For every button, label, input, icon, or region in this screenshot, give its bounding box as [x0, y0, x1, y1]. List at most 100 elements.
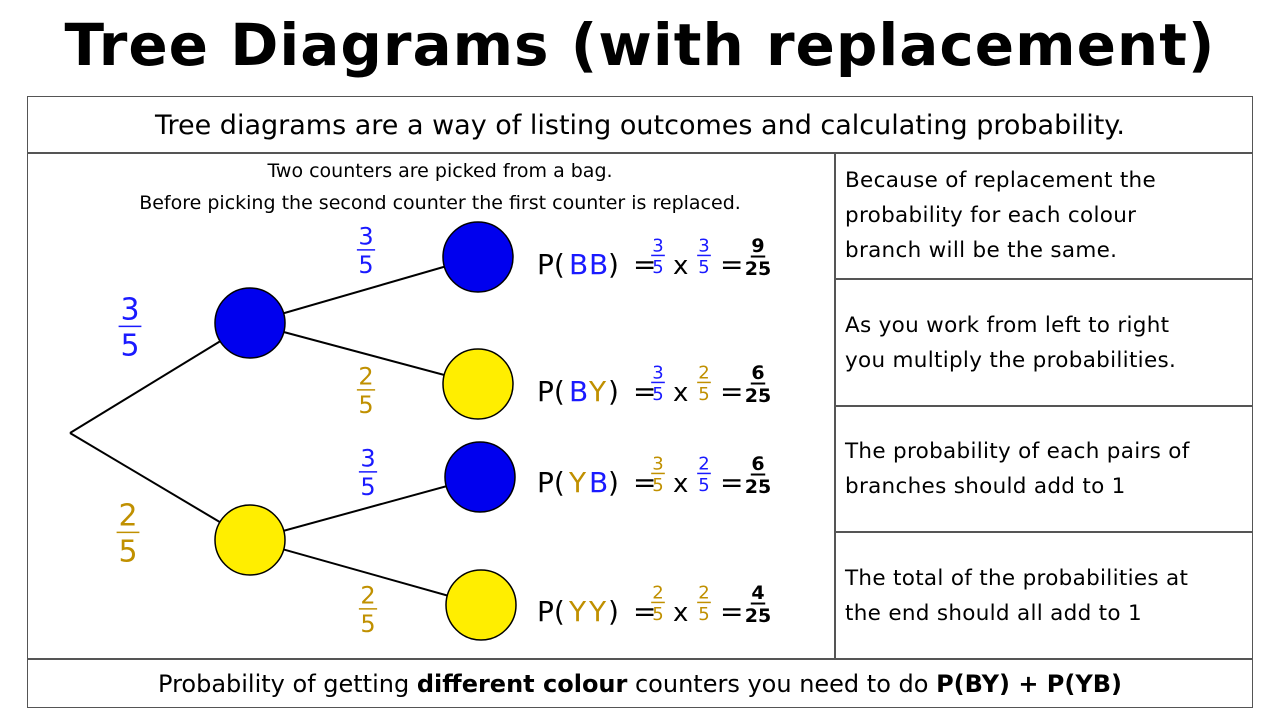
outcome-1-label: P( [537, 248, 565, 281]
outcome-4-letter-1: Y [568, 595, 587, 628]
outcome-2-label: P( [537, 375, 565, 408]
outcome-1-letter-2: B [589, 248, 608, 281]
outcome-4-label: P( [537, 595, 565, 628]
branch-prob-second-2-numerator: 2 [358, 362, 373, 390]
note-line: branch will be the same. [845, 238, 1118, 263]
counter-node-blue [444, 441, 516, 513]
outcome-2-result-denominator: 25 [745, 385, 771, 407]
outcome-4-fraction-2-denominator: 5 [698, 604, 709, 625]
outcome-4-equals-2: = [720, 595, 743, 628]
outcome-4-result-numerator: 4 [751, 582, 764, 604]
counter-node-blue [214, 287, 286, 359]
outcome-1-label-close: ) [608, 248, 619, 281]
divider-note-1 [834, 278, 1253, 280]
note-line: the end should all add to 1 [845, 601, 1142, 626]
outcome-2-label-close: ) [608, 375, 619, 408]
divider-intro [27, 152, 1253, 154]
outcome-2-equals: = [633, 375, 656, 408]
note-total: The total of the probabilities at the en… [845, 561, 1245, 631]
counter-node-yellow [445, 569, 517, 641]
note-multiply: As you work from left to right you multi… [845, 308, 1245, 378]
outcome-1-equals-2: = [720, 248, 743, 281]
counter-node-blue [442, 221, 514, 293]
outcome-1-letter-1: B [569, 248, 588, 281]
outcome-1-result-denominator: 25 [745, 258, 771, 280]
intro-text: Tree diagrams are a way of listing outco… [154, 110, 1126, 141]
outcome-3-fraction-2-denominator: 5 [698, 475, 709, 496]
outcome-3-fraction-1-numerator: 3 [652, 453, 663, 474]
outcome-3-label-close: ) [608, 466, 619, 499]
outcome-1-fraction-1-numerator: 3 [652, 235, 663, 256]
bottom-text-pre: Probability of getting [158, 670, 417, 698]
outcome-1-fraction-1-denominator: 5 [652, 257, 663, 278]
branch-second-3 [249, 476, 481, 541]
note-line: As you work from left to right [845, 313, 1170, 338]
counter-node-yellow [442, 348, 514, 420]
outcome-2-result-numerator: 6 [751, 362, 764, 384]
bottom-formula: P(BY) + P(YB) [936, 670, 1122, 698]
bottom-text-bold: different colour [416, 670, 628, 698]
branch-prob-second-4-denominator: 5 [360, 610, 375, 638]
note-line: probability for each colour [845, 203, 1137, 228]
divider-note-3 [834, 531, 1253, 533]
note-line: you multiply the probabilities. [845, 348, 1177, 373]
outcome-3-result-numerator: 6 [751, 453, 764, 475]
outcome-2-fraction-1-numerator: 3 [652, 362, 663, 383]
bottom-text-mid: counters you need to do [627, 670, 937, 698]
branch-prob-second-1-denominator: 5 [358, 251, 373, 279]
outcome-2-letter-1: B [569, 375, 588, 408]
scenario-text: Two counters are picked from a bag. Befo… [60, 155, 820, 219]
outcome-4-fraction-2-numerator: 2 [698, 582, 709, 603]
outcome-4-times: x [673, 598, 688, 628]
outcome-4-equals: = [633, 595, 656, 628]
outcome-2-fraction-1-denominator: 5 [652, 384, 663, 405]
scenario-line-1: Two counters are picked from a bag. [267, 160, 613, 182]
outcome-3-label: P( [537, 466, 565, 499]
outcome-2-times: x [673, 378, 688, 408]
note-line: branches should add to 1 [845, 474, 1126, 499]
outcome-2-equals-2: = [720, 375, 743, 408]
branch-prob-second-1-numerator: 3 [358, 222, 373, 250]
outcome-4-result-denominator: 25 [745, 605, 771, 627]
outcome-3-result-denominator: 25 [745, 476, 771, 498]
outcome-4-label-close: ) [608, 595, 619, 628]
outcome-3-fraction-1-denominator: 5 [652, 475, 663, 496]
note-line: The total of the probabilities at [845, 566, 1189, 591]
outcome-3-equals-2: = [720, 466, 743, 499]
outcome-1-equals: = [633, 248, 656, 281]
branch-prob-first-2-denominator: 5 [118, 535, 137, 570]
divider-note-2 [834, 405, 1253, 407]
outcome-3-times: x [673, 469, 688, 499]
note-replacement: Because of replacement the probability f… [845, 163, 1245, 268]
outcome-1-fraction-2-denominator: 5 [698, 257, 709, 278]
outcome-4-fraction-1-numerator: 2 [652, 582, 663, 603]
branch-prob-second-3-numerator: 3 [360, 444, 375, 472]
divider-bottom [27, 658, 1253, 660]
note-line: The probability of each pairs of [845, 439, 1190, 464]
outcome-3-letter-2: B [589, 466, 608, 499]
outcome-1-result-numerator: 9 [751, 235, 764, 257]
outcome-1-fraction-2-numerator: 3 [698, 235, 709, 256]
outcome-3-letter-1: Y [568, 466, 587, 499]
content-frame [27, 96, 1253, 708]
branch-prob-second-2-denominator: 5 [358, 391, 373, 419]
bottom-summary: Probability of getting different colour … [27, 659, 1253, 708]
note-pairs: The probability of each pairs of branche… [845, 434, 1245, 504]
outcome-2-fraction-2-denominator: 5 [698, 384, 709, 405]
outcome-4-fraction-1-denominator: 5 [652, 604, 663, 625]
outcome-3-fraction-2-numerator: 2 [698, 453, 709, 474]
outcome-2-fraction-2-numerator: 2 [698, 362, 709, 383]
branch-prob-first-2-numerator: 2 [118, 499, 137, 534]
note-line: Because of replacement the [845, 168, 1157, 193]
branch-second-1 [249, 256, 479, 324]
branch-prob-first-1-denominator: 5 [120, 329, 139, 364]
scenario-line-2: Before picking the second counter the fi… [139, 192, 741, 214]
outcome-2-letter-2: Y [588, 375, 607, 408]
branch-prob-first-1-numerator: 3 [120, 293, 139, 328]
branch-prob-second-4-numerator: 2 [360, 581, 375, 609]
outcome-3-equals: = [633, 466, 656, 499]
branch-second-2 [249, 322, 479, 385]
branch-prob-second-3-denominator: 5 [360, 473, 375, 501]
counter-node-yellow [214, 504, 286, 576]
